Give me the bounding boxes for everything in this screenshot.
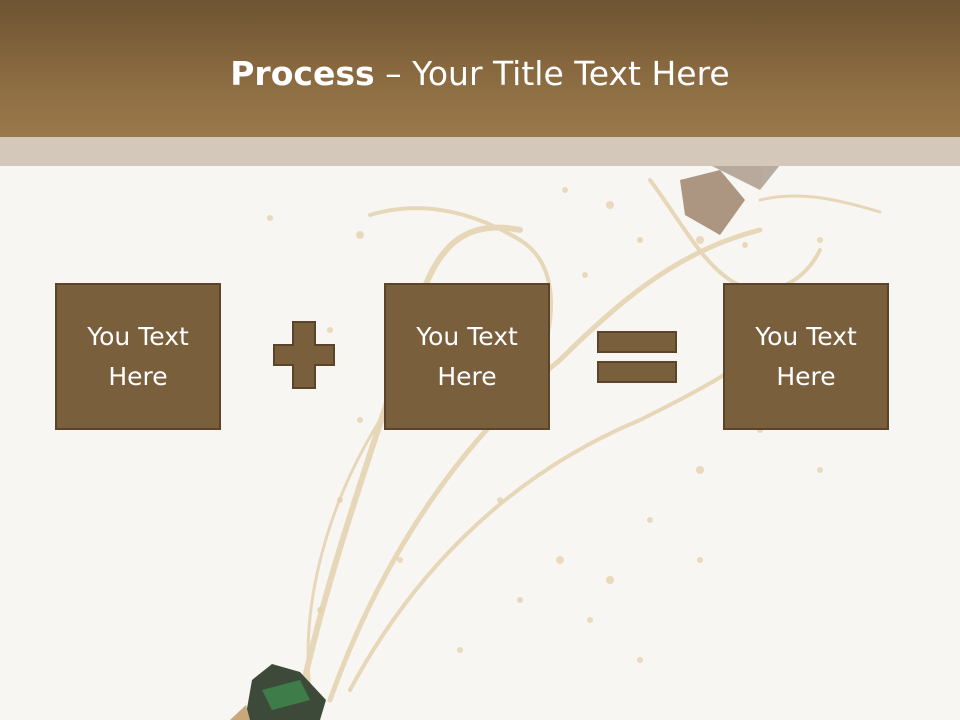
slide-title-rest: – Your Title Text Here [374, 54, 730, 93]
process-box-1-label: You Text Here [87, 321, 189, 391]
plus-icon [273, 321, 335, 389]
process-box-3[interactable]: You Text Here [723, 283, 889, 430]
equals-icon [597, 331, 677, 383]
process-box-2[interactable]: You Text Here [384, 283, 550, 430]
title-bar [0, 0, 960, 137]
process-box-3-label: You Text Here [755, 321, 857, 391]
title-bar-band [0, 137, 960, 166]
slide-title-bold: Process [230, 54, 375, 93]
process-box-1[interactable]: You Text Here [55, 283, 221, 430]
process-box-2-label: You Text Here [416, 321, 518, 391]
slide-title[interactable]: Process – Your Title Text Here [0, 54, 960, 94]
